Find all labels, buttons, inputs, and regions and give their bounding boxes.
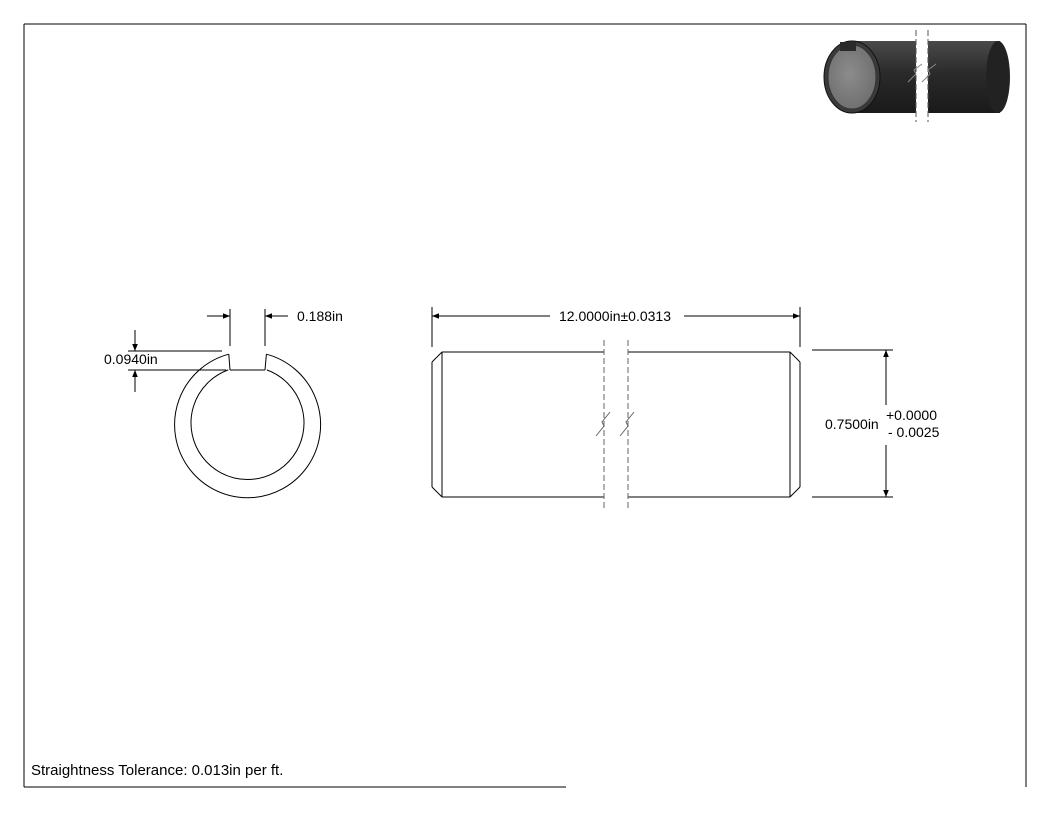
slot-width-dimension [207,309,288,346]
slot-width-label: 0.188in [297,308,343,324]
break-symbol [595,340,635,510]
slot-depth-dimension [128,330,226,392]
side-view [431,351,801,498]
diameter-tol-lower: - 0.0025 [888,424,940,440]
straightness-note: Straightness Tolerance: 0.013in per ft. [31,762,283,779]
end-view [174,353,322,499]
sheet-border [23,23,1027,788]
length-label: 12.0000in±0.0313 [559,308,671,324]
diameter-label: 0.7500in [825,416,879,432]
break-lines-icon [907,63,937,83]
length-dimension [431,307,801,347]
diameter-dimension [812,349,893,498]
rod-3d-view [823,30,1010,122]
slot-depth-label: 0.0940in [104,351,158,367]
diameter-tol-upper: +0.0000 [886,407,937,423]
